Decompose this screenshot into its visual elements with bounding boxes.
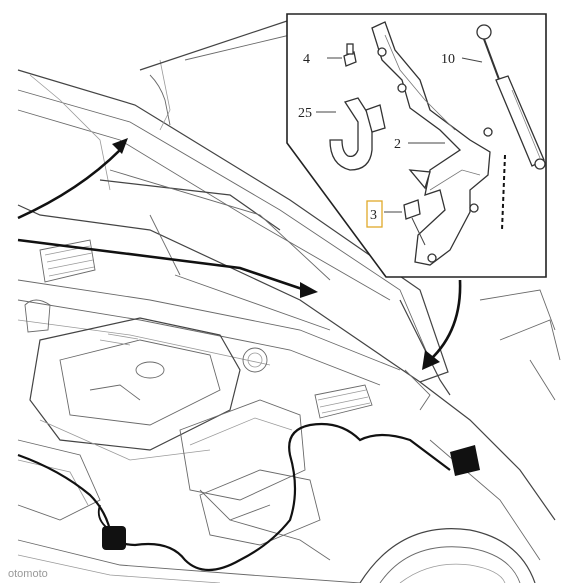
connector-block	[102, 526, 126, 550]
bolt-4-part	[327, 43, 357, 67]
callout-label-2: 2	[394, 137, 401, 152]
callout-label-25: 25	[298, 106, 312, 121]
bolt-3-part	[384, 199, 426, 246]
arrow-head-3	[422, 350, 440, 370]
watermark-text: otomoto	[8, 568, 48, 580]
inset-detail: 4 10 25 2 3	[286, 13, 547, 278]
gas-strut-part	[476, 24, 546, 231]
arrow-head-1	[112, 138, 128, 154]
hinge-bracket-part	[371, 21, 493, 266]
arrow-head-2	[300, 282, 318, 298]
callout-label-4: 4	[303, 52, 310, 67]
callout-label-10: 10	[441, 52, 455, 67]
leader-arrows	[17, 138, 462, 370]
callout-highlight-box	[366, 200, 383, 228]
wiring-harness	[17, 422, 480, 571]
connector-right	[450, 445, 480, 476]
clip-25-part	[316, 97, 386, 171]
callout-label-3: 3	[370, 208, 377, 223]
inset-frame	[286, 13, 547, 278]
